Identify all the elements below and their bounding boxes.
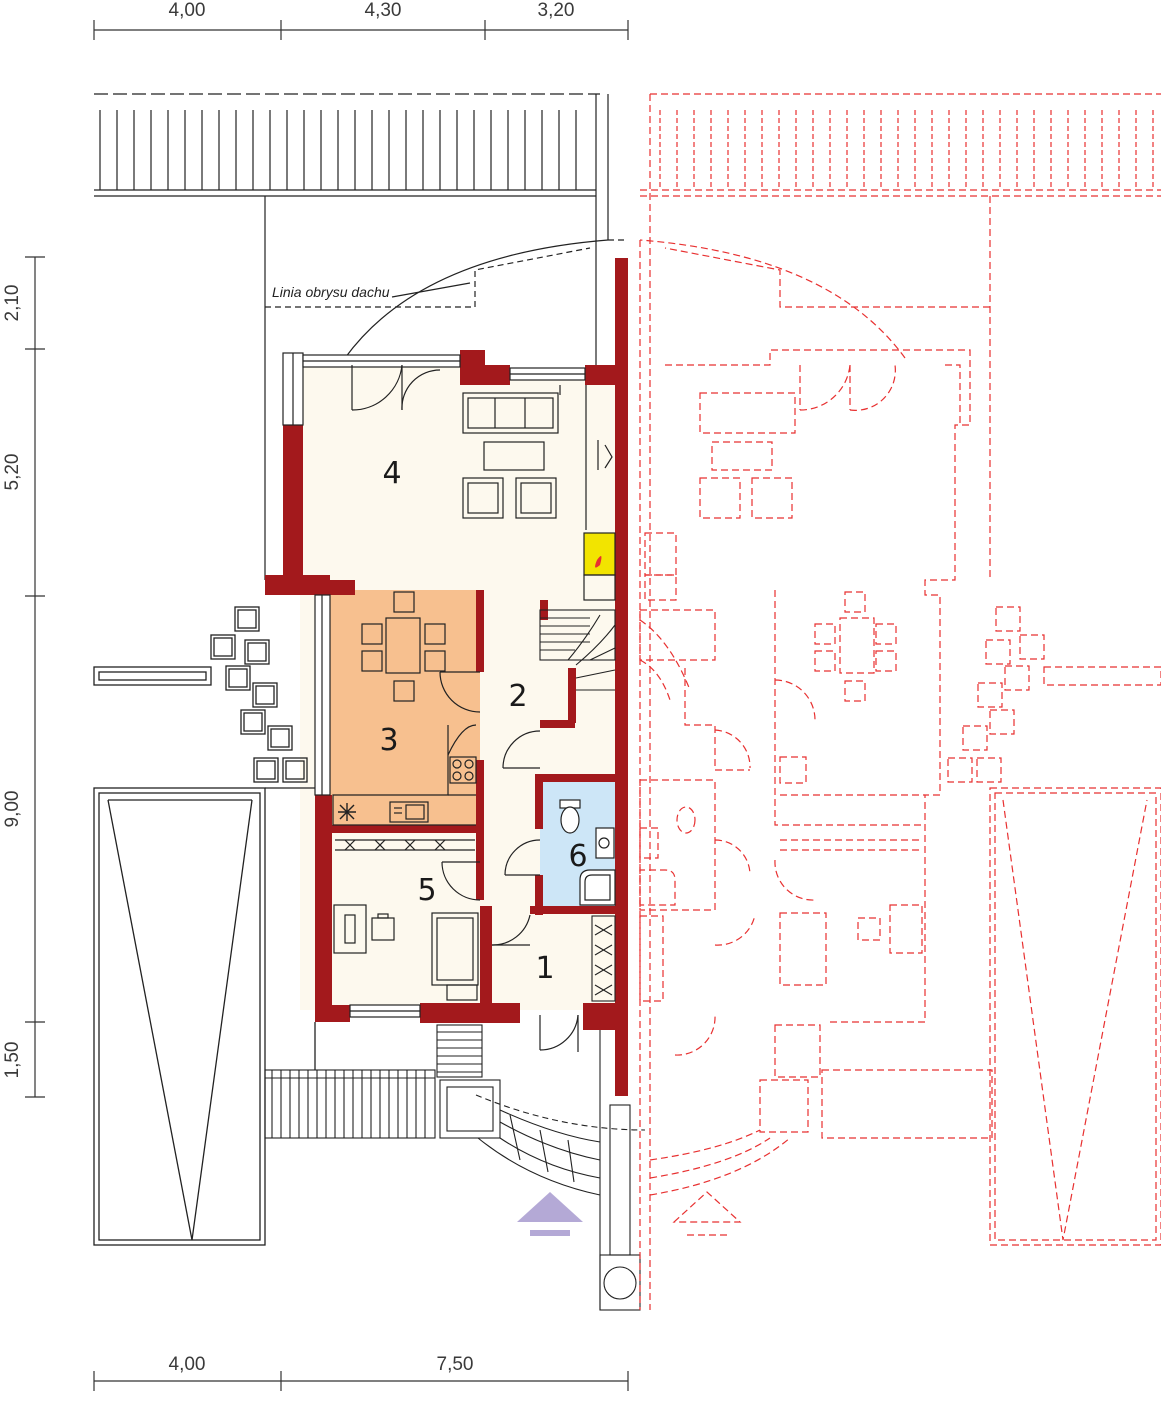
shower-icon	[579, 869, 616, 906]
bottom-dim-2: 7,50	[437, 1354, 474, 1375]
bottom-dimension	[93, 1371, 629, 1391]
room-number-4: 4	[382, 456, 401, 491]
office-furniture	[333, 839, 479, 1001]
armchair-2	[515, 477, 557, 519]
sink-icon	[389, 801, 429, 823]
walls	[265, 258, 628, 1096]
staircase	[539, 609, 616, 691]
roof-outline	[265, 239, 628, 359]
fridge-icon	[338, 803, 356, 821]
room-number-3: 3	[379, 723, 398, 758]
coffee-table	[483, 441, 545, 471]
fireplace-icon	[583, 532, 616, 601]
chair	[424, 623, 446, 645]
top-dim-1: 4,00	[169, 0, 206, 21]
wardrobe	[591, 915, 616, 1002]
toilet-icon	[559, 799, 581, 834]
dining-furniture	[332, 591, 477, 826]
left-dim-2: 5,20	[2, 454, 23, 491]
top-dim-3: 3,20	[538, 0, 575, 21]
room-number-6: 6	[568, 839, 587, 874]
entrance-steps	[264, 1024, 646, 1311]
armchair-1	[462, 477, 504, 519]
chair	[361, 650, 383, 672]
left-dim-3: 9,00	[2, 791, 23, 828]
chair	[393, 591, 415, 613]
roof-outline-label: Linia obrysu dachu	[272, 284, 390, 300]
left-dim-4: 1,50	[2, 1042, 23, 1079]
room-number-1: 1	[535, 951, 554, 986]
chair	[361, 623, 383, 645]
desk	[333, 904, 367, 954]
stepping-stones	[210, 606, 308, 783]
room-number-5: 5	[417, 873, 436, 908]
sofa	[462, 392, 559, 434]
bottom-dim-1: 4,00	[169, 1354, 206, 1375]
stove-icon	[449, 756, 477, 784]
mirrored-neighbor-plan	[639, 93, 1161, 1310]
entrance-arrow-icon	[517, 1192, 583, 1236]
top-dim-2: 4,30	[365, 0, 402, 21]
left-dim-1: 2,10	[2, 285, 23, 322]
chair	[424, 650, 446, 672]
dining-table	[385, 617, 421, 674]
chair	[393, 680, 415, 702]
doors	[351, 364, 579, 1052]
living-furniture	[462, 385, 613, 530]
top-dimension	[93, 20, 629, 40]
room-number-2: 2	[508, 679, 527, 714]
bathroom-sink	[595, 827, 615, 859]
windows	[282, 352, 586, 1018]
pergola	[94, 93, 609, 580]
left-dimension	[25, 256, 45, 1098]
garage	[93, 787, 316, 1246]
bench	[93, 666, 212, 686]
